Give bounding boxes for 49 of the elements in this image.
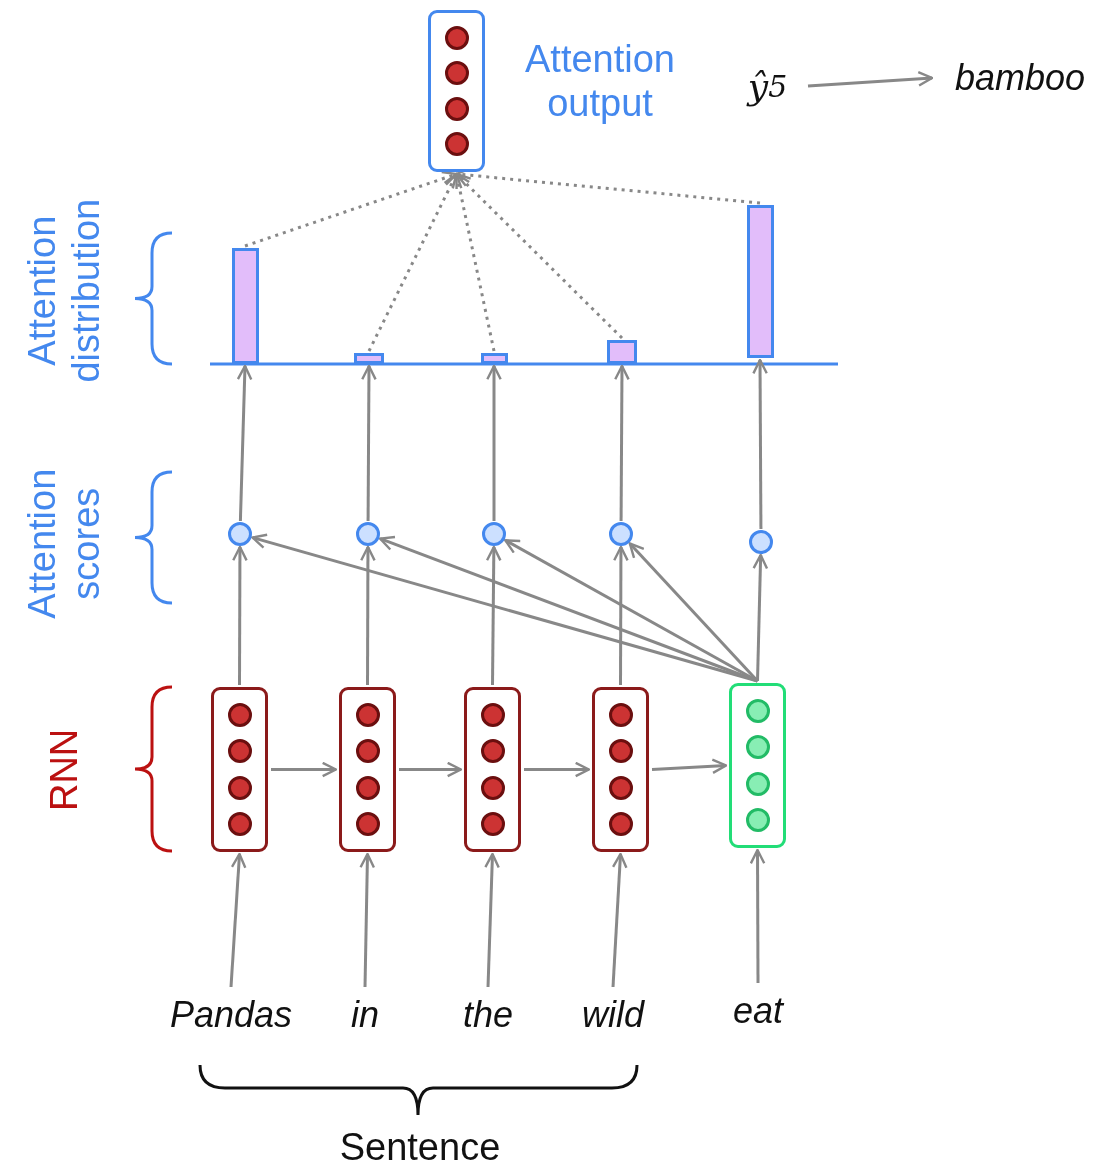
attention-bar — [480, 353, 508, 364]
arrow — [651, 758, 728, 775]
dotted-arrow — [244, 170, 458, 248]
score-circle — [482, 522, 506, 546]
attention-bar — [746, 205, 774, 358]
arrow — [614, 364, 630, 521]
vector-box — [592, 687, 649, 852]
dotted-arrow — [455, 172, 624, 340]
arrow — [749, 848, 766, 983]
axis-title: RNN — [43, 727, 87, 813]
vector-box — [339, 687, 396, 852]
attention-bar — [354, 353, 384, 364]
arrow — [236, 364, 253, 522]
score-circle — [749, 530, 773, 554]
arrow — [504, 539, 759, 683]
arrow — [485, 545, 502, 685]
attention-bar — [607, 340, 637, 364]
arrow — [524, 761, 591, 778]
score-circle — [228, 522, 252, 546]
arrow — [486, 364, 502, 521]
group-label: Sentence — [338, 1126, 502, 1169]
arrow — [271, 761, 338, 778]
arrow — [752, 553, 769, 682]
arrow — [399, 761, 463, 778]
arrow — [251, 533, 758, 683]
axis-title: Attention distribution — [21, 197, 108, 385]
arrow — [361, 364, 377, 521]
input-word: eat — [688, 985, 828, 1037]
dotted-arrow — [367, 172, 458, 352]
vector-box — [464, 687, 521, 852]
arrow — [360, 545, 376, 685]
node-caption: Attention output — [524, 38, 676, 126]
score-circle — [356, 522, 380, 546]
axis-title: Attention scores — [21, 467, 108, 621]
score-circle — [609, 522, 633, 546]
vector-box — [428, 10, 485, 172]
vector-box — [211, 687, 268, 852]
arrow — [628, 542, 759, 683]
arrow — [232, 545, 248, 685]
arrow — [484, 852, 500, 988]
attention-bar — [231, 248, 259, 364]
arrow — [752, 358, 768, 529]
output-word: bamboo — [935, 52, 1105, 104]
arrow — [611, 852, 628, 988]
arrow — [613, 545, 629, 685]
arrow — [807, 71, 934, 88]
arrow — [229, 852, 247, 988]
vector-box — [729, 683, 786, 848]
arrow — [359, 852, 376, 988]
